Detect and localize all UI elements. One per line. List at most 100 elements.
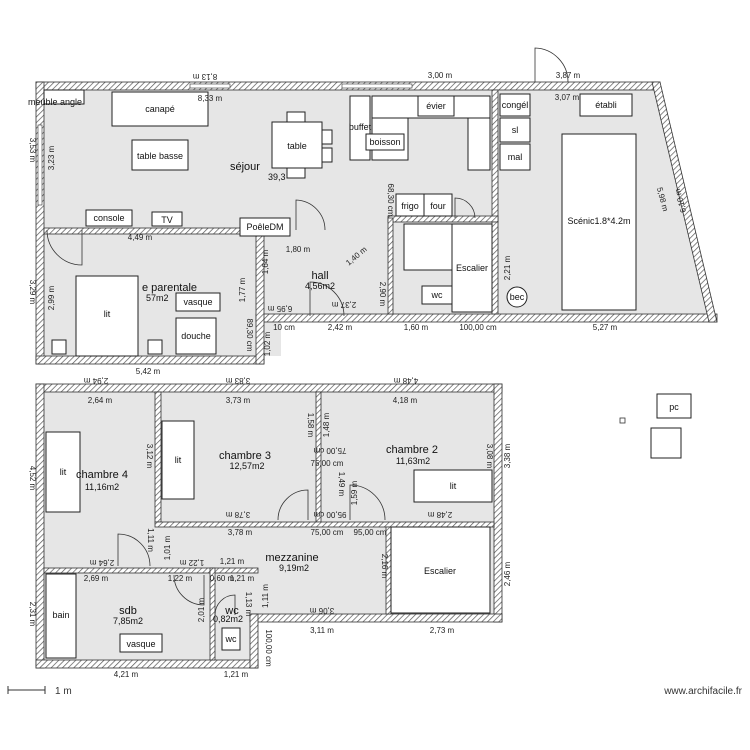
chair: [321, 129, 333, 145]
small-square-marker: [619, 417, 626, 424]
window-top-2: [341, 83, 413, 89]
evier: [417, 95, 455, 117]
dim-338: 3,38 m: [503, 443, 512, 468]
area-wc-up: 0,82m2: [213, 614, 243, 624]
dim-299: 2,99 m: [47, 285, 56, 310]
kitchen-side: [467, 117, 491, 171]
label-sl: sl: [512, 125, 519, 135]
wall-ch3-ch2: [315, 391, 322, 523]
dim-75a: 75,00 cm: [313, 446, 346, 455]
stair-landing: [403, 223, 453, 271]
dim-448: 4,48 m: [393, 376, 418, 385]
dim-311: 3,11 m: [310, 626, 334, 635]
dim-378b: 3,78 m: [228, 528, 253, 537]
lit-ch2: [413, 469, 493, 503]
dim-216: 2,16 m: [380, 554, 389, 579]
chair: [286, 167, 306, 179]
dim-695: 6,95 m: [267, 304, 292, 313]
label-wc-up: wc: [225, 634, 237, 644]
door-entry: [534, 47, 569, 83]
nightstand: [51, 339, 67, 355]
dim-290: 2,90 m: [378, 282, 387, 307]
dim-542: 5,42 m: [136, 367, 161, 376]
dim-160: 1,60 m: [404, 323, 429, 332]
escalier-up: [390, 526, 491, 614]
dim-95b: 95,00 cm: [354, 528, 387, 537]
console: [85, 209, 133, 227]
dim-180: 1,80 m: [286, 245, 311, 254]
area-sdb: 7,85m2: [113, 616, 143, 626]
area-ch3: 12,57m2: [229, 461, 264, 471]
label-escalier-up: Escalier: [424, 566, 456, 576]
room-ch2: chambre 2: [386, 444, 438, 456]
dim-418: 4,18 m: [393, 396, 418, 405]
label-four: four: [430, 201, 446, 211]
wall-bedrooms-bottom: [154, 521, 495, 528]
wall-ch4-ch3: [154, 391, 162, 523]
wall-bottom-right: [255, 313, 718, 323]
dim-121a: 1,21 m: [220, 557, 245, 566]
dim-383: 3,83 m: [225, 376, 250, 385]
meuble-angle: [43, 89, 85, 105]
dim-833: 8,33 m: [198, 94, 223, 103]
door-ch2: [349, 484, 386, 521]
area-hall: 4,56m2: [305, 281, 335, 291]
room-sejour: séjour: [230, 161, 260, 173]
dim-122a: 1,22 m: [179, 558, 204, 567]
boisson: [365, 133, 405, 151]
label-douche: douche: [181, 331, 211, 341]
dim-237: 2,37 m: [331, 300, 356, 309]
upper-floor: lit lit lit Escalier bain vasque wc cham…: [28, 376, 512, 679]
label-meuble-angle: meuble angle: [28, 97, 82, 107]
pc-box: [656, 393, 692, 419]
douche: [175, 317, 217, 355]
dim-8930: 89,30 cm: [245, 319, 254, 352]
room-hall: hall: [311, 270, 328, 282]
vasque-up: [119, 633, 163, 653]
dim-300-top: 3,00 m: [428, 71, 453, 80]
square-box: [650, 427, 682, 459]
chair: [286, 111, 306, 123]
room-parentale: e parentale: [142, 282, 197, 294]
label-mal: mal: [508, 152, 523, 162]
wall-garage-lower: [491, 221, 499, 315]
dim-1010: 10 cm: [273, 323, 295, 332]
wall-ch4-bottom: [43, 567, 259, 574]
label-evier: évier: [426, 101, 446, 111]
buffet: [349, 95, 371, 161]
dim-113: 1,13 m: [244, 592, 253, 617]
room-mezzanine: mezzanine: [265, 552, 318, 564]
dim-813: 8,13 m: [192, 72, 217, 81]
lit-ch3: [161, 420, 195, 500]
label-bec: bec: [510, 292, 525, 302]
dim-149: 1,49 m: [337, 472, 346, 497]
wall-up-bottom-left: [35, 659, 259, 669]
label-escalier-ground: Escalier: [456, 263, 488, 273]
dim-273: 2,73 m: [430, 626, 455, 635]
door-frigo: [454, 197, 476, 219]
dim-248: 2,48 m: [427, 510, 452, 519]
wall-left: [35, 81, 45, 365]
dim-6830: 68,30 cm: [386, 184, 395, 217]
wc-ground: [421, 285, 453, 305]
etabli: [579, 93, 633, 117]
room-sdb: sdb: [119, 605, 137, 617]
room-wc-up: wc: [224, 605, 239, 617]
dim-246: 2,46 m: [503, 561, 512, 586]
dim-158: 1,58 m: [306, 413, 315, 438]
dim-148: 1,48 m: [322, 412, 331, 437]
chair: [321, 147, 333, 163]
dim-353: 3,53 m: [28, 138, 37, 163]
label-vasque-ground: vasque: [183, 297, 212, 307]
door-hall-2: [309, 281, 345, 317]
label-buffet: buffet: [349, 122, 372, 132]
area-ch4: 11,16m2: [85, 482, 119, 492]
congel: [499, 93, 531, 117]
door-parentale: [46, 229, 83, 266]
wall-bottom-left: [35, 355, 265, 365]
door-hall: [295, 199, 326, 231]
dim-111b: 1,11 m: [261, 584, 270, 608]
label-lit-parentale: lit: [104, 309, 111, 319]
dim-373: 3,73 m: [226, 396, 251, 405]
area-sejour: 39,3: [268, 172, 286, 182]
